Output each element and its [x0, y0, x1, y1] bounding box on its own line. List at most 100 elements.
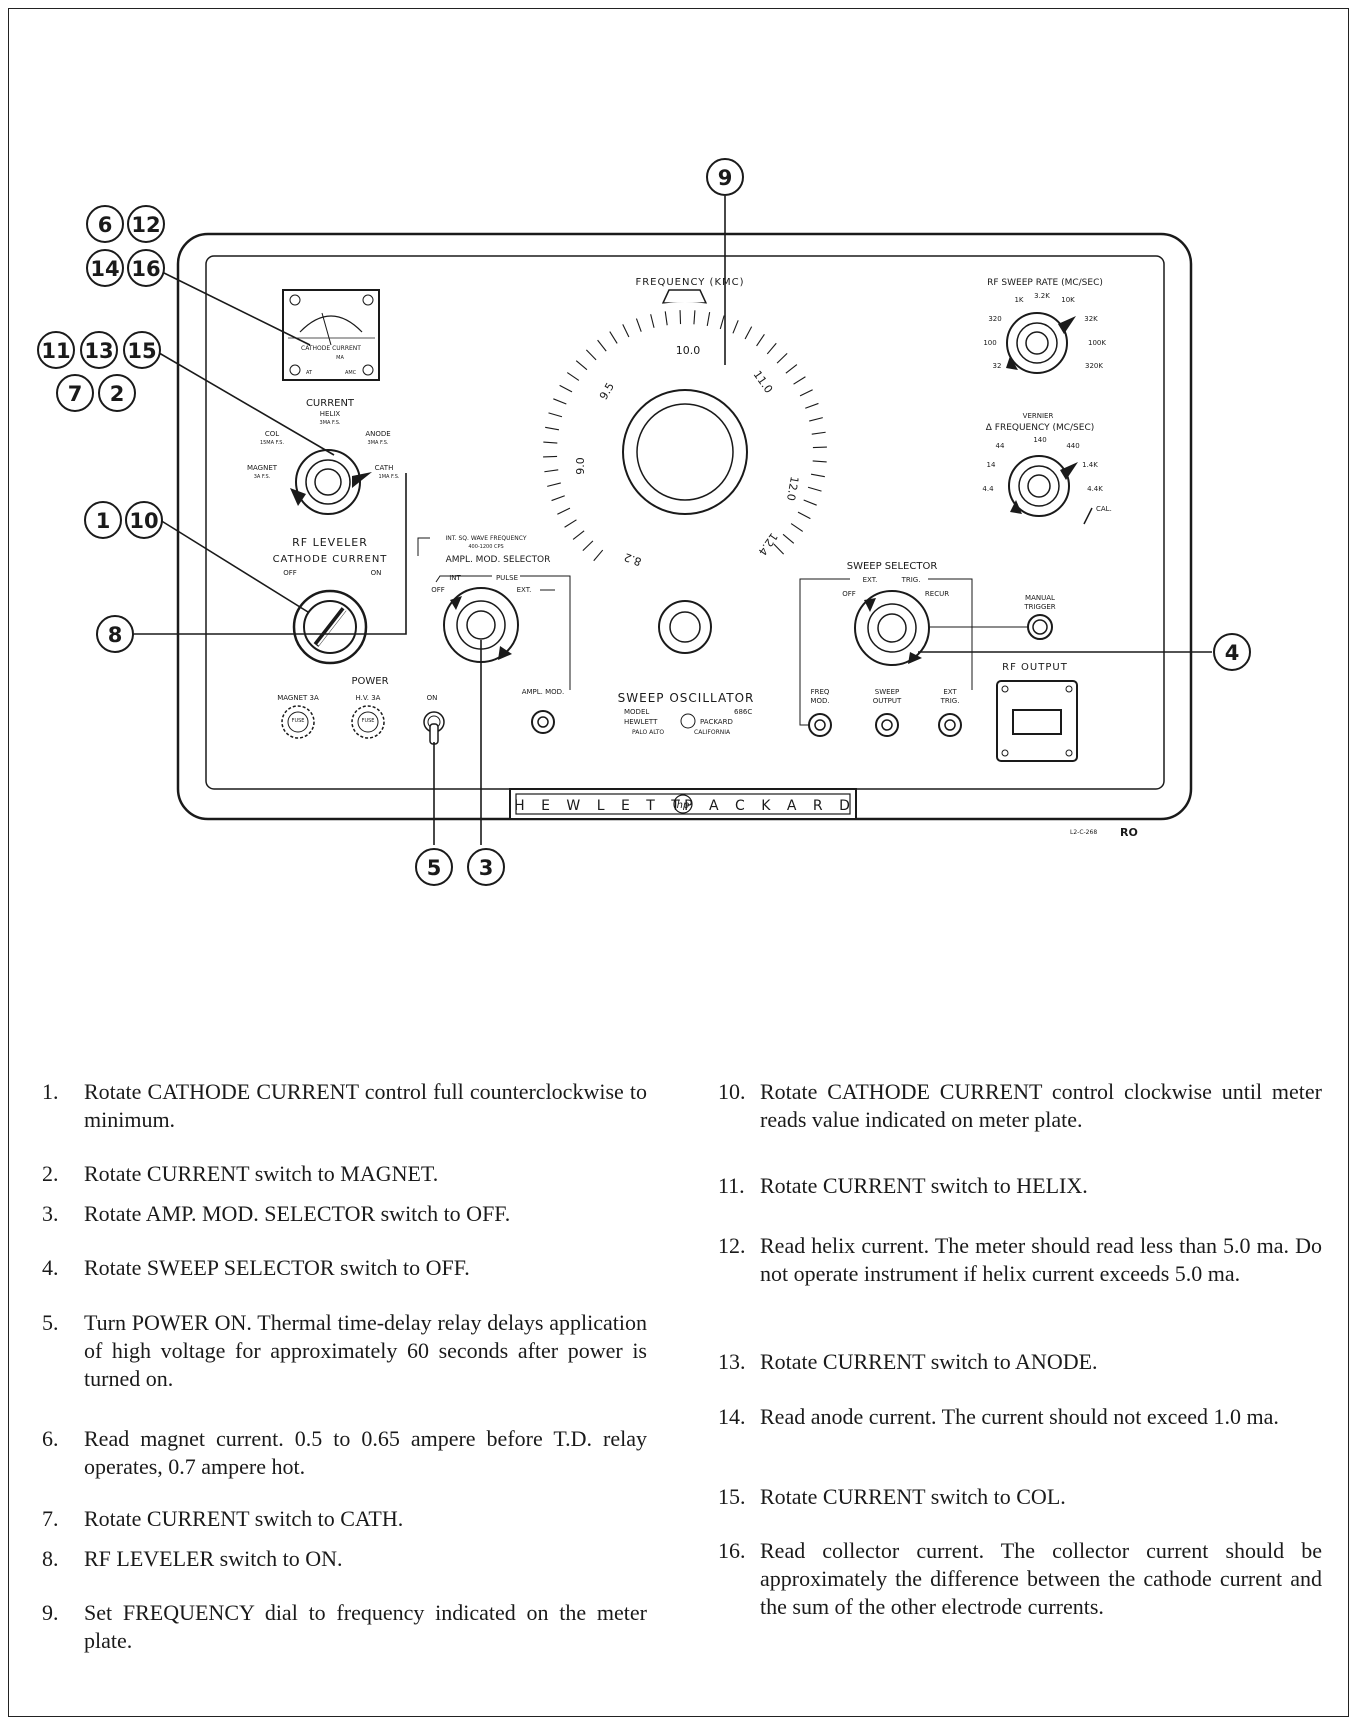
instrument-id: SWEEP OSCILLATOR MODEL 686C HEWLETT PACK… — [618, 691, 754, 736]
step-16: 16. Read collector current. The collector… — [718, 1537, 1322, 1621]
svg-text:16: 16 — [131, 257, 160, 281]
step-text: Rotate CURRENT switch to MAGNET. — [84, 1161, 439, 1186]
step-number: 11. — [718, 1173, 745, 1198]
dial-tick — [597, 339, 607, 352]
jack-trig-label: TRIG. — [940, 697, 960, 705]
callout-13: 13 — [80, 331, 118, 369]
power-group: POWER MAGNET 3A H.V. 3A ON FUSE FUSE — [277, 676, 445, 745]
ext-trig-jack[interactable] — [938, 713, 962, 737]
power-on-label: ON — [427, 694, 438, 702]
vernier-cal: CAL. — [1096, 505, 1112, 513]
current-cath-fs: 1MA F.S. — [379, 474, 400, 480]
sweep-rate-320k: 320K — [1085, 362, 1103, 370]
meter-unit: MA — [336, 355, 344, 361]
id-city: PALO ALTO — [632, 729, 664, 736]
ampl-mod-group: INT. SQ. WAVE FREQUENCY 400-1200 CPS AMP… — [417, 535, 571, 734]
dial-tick — [664, 311, 668, 326]
freq-mod-jack[interactable] — [808, 713, 832, 737]
jack-sweep-label: SWEEP — [875, 688, 899, 696]
step-text: RF LEVELER switch to ON. — [84, 1546, 343, 1571]
dial-tick — [545, 426, 560, 431]
sweep-rate-32k-a: 3.2K — [1034, 292, 1050, 300]
current-anode-fs: 3MA F.S. — [368, 440, 389, 446]
callout-12: 12 — [127, 205, 165, 243]
dial-tick — [559, 384, 573, 393]
power-magnet-fuse: MAGNET 3A — [277, 694, 319, 702]
svg-text:12: 12 — [131, 213, 160, 237]
hv-fuse-holder[interactable]: FUSE — [351, 705, 385, 739]
svg-text:3: 3 — [479, 856, 494, 880]
dial-tick — [553, 398, 567, 405]
svg-text:4: 4 — [1225, 641, 1240, 665]
rf-output-group: RF OUTPUT — [996, 662, 1078, 762]
step-number: 12. — [718, 1233, 746, 1258]
dial-pointer — [661, 289, 708, 304]
step-text: Read collector current. The collector cu… — [760, 1538, 1322, 1619]
drawing-ro: RO — [1120, 826, 1138, 839]
step-number: 16. — [718, 1538, 746, 1563]
step-number: 10. — [718, 1079, 746, 1104]
magnet-fuse-holder[interactable]: FUSE — [281, 705, 315, 739]
callout-4: 4 — [1213, 633, 1251, 671]
current-magnet: MAGNET — [247, 464, 278, 472]
step-number: 4. — [42, 1255, 59, 1280]
meter-amc: AMC — [345, 370, 357, 376]
callout-11: 11 — [37, 331, 75, 369]
dial-tick — [785, 364, 798, 374]
step-9: 9.Set FREQUENCY dial to frequency indica… — [42, 1599, 647, 1655]
vernier-title: VERNIER — [1023, 412, 1054, 420]
dial-tick — [810, 473, 825, 478]
power-toggle-switch[interactable] — [423, 711, 445, 745]
current-col-fs: 15MA F.S. — [260, 440, 285, 446]
ampl-off: OFF — [431, 586, 445, 594]
step-text: Set FREQUENCY dial to frequency indicate… — [84, 1600, 647, 1653]
dial-tick — [812, 460, 827, 463]
dial-tick — [732, 320, 739, 334]
step-6: 6.Read magnet current. 0.5 to 0.65 amper… — [42, 1425, 647, 1481]
callout-7: 7 — [56, 374, 94, 412]
sweep-rate-10k: 10K — [1061, 296, 1075, 304]
step-number: 2. — [42, 1161, 59, 1186]
sweep-output-jack[interactable] — [875, 713, 899, 737]
dial-lock-knob[interactable] — [658, 600, 712, 654]
step-text: Turn POWER ON. Thermal time-delay relay … — [84, 1310, 647, 1391]
dial-tick — [582, 540, 594, 552]
dial-tick — [790, 523, 804, 532]
step-2: 2. Rotate CURRENT switch to MAGNET. — [42, 1160, 647, 1188]
drawing-number: L2-C-268 — [1070, 829, 1097, 836]
step-number: 15. — [718, 1484, 746, 1509]
step-15: 15.Rotate CURRENT switch to COL. — [718, 1483, 1322, 1511]
step-text: Rotate SWEEP SELECTOR switch to OFF. — [84, 1255, 470, 1280]
current-magnet-fs: 3A F.S. — [254, 474, 271, 480]
frequency-dial-group: FREQUENCY (KMC) 10.0 11.0 12.0 12.4 8.2 … — [535, 277, 835, 654]
ampl-mod-jack[interactable] — [531, 710, 555, 734]
svg-text:2: 2 — [110, 382, 125, 406]
step-10: 10.Rotate CATHODE CURRENT control clockw… — [718, 1078, 1322, 1134]
meter-at: AT — [306, 370, 313, 376]
vernier-14k: 1.4K — [1082, 461, 1098, 469]
dial-tick — [776, 352, 788, 364]
sweep-rate-32k: 32K — [1084, 315, 1098, 323]
step-text: Read helix current. The meter should rea… — [760, 1233, 1322, 1286]
step-text: Rotate CURRENT switch to ANODE. — [760, 1349, 1098, 1374]
dial-tick — [773, 543, 785, 555]
vernier-group: VERNIER Δ FREQUENCY (MC/SEC) 44 140 440 … — [982, 412, 1112, 525]
sweep-rate-100k: 100K — [1088, 339, 1106, 347]
callout-8: 8 — [96, 615, 134, 653]
manual-trigger-button[interactable] — [1027, 614, 1053, 640]
dial-label-12: 12.0 — [784, 475, 801, 501]
dial-tick — [803, 499, 817, 506]
ampl-ext: EXT. — [517, 586, 532, 594]
cathode-current-meter: CATHODE CURRENT MA AT AMC — [282, 289, 380, 381]
svg-text:5: 5 — [427, 856, 442, 880]
sweep-rate-320: 320 — [988, 315, 1001, 323]
ampl-jack-label: AMPL. MOD. — [522, 688, 565, 696]
id-hp-logo — [680, 713, 696, 729]
nameplate-right: P A C K A R D — [684, 798, 856, 814]
current-col: COL — [265, 430, 279, 438]
dial-label-10: 10.0 — [676, 344, 701, 357]
svg-text:7: 7 — [68, 382, 83, 406]
current-switch-group: CURRENT HELIX 3MA F.S. COL 15MA F.S. ANO… — [247, 398, 400, 515]
step-number: 3. — [42, 1201, 59, 1226]
callout-3: 3 — [467, 848, 505, 886]
